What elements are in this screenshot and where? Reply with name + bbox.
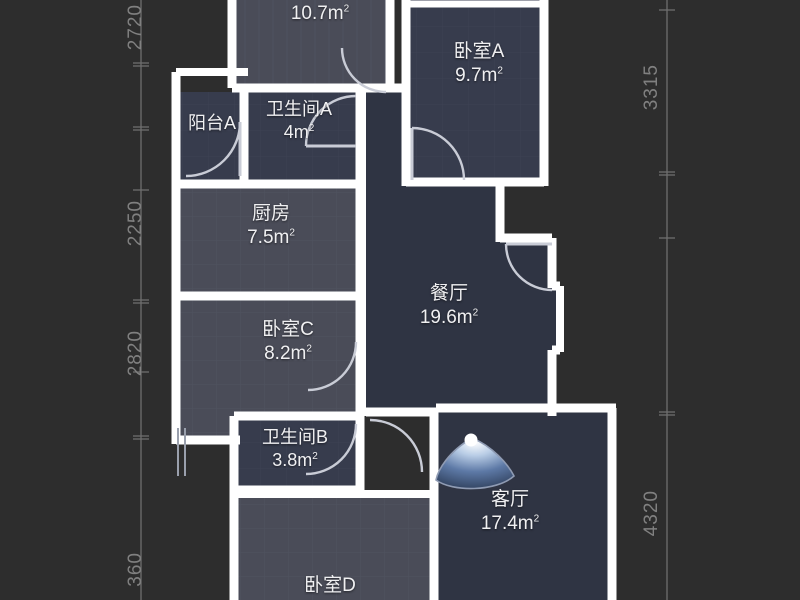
room-fills xyxy=(180,0,610,600)
room-area-bathroom-a: 4m2 xyxy=(283,122,315,143)
dimension-left-2820: 2820 xyxy=(125,330,146,377)
room-label-bathroom-b: 卫生间B 3.8m2 xyxy=(236,426,354,472)
dimension-left-2250: 2250 xyxy=(125,200,146,247)
room-area-living-room: 17.4m2 xyxy=(480,513,540,535)
room-name-dining-room: 餐厅 xyxy=(429,283,468,304)
window-marks xyxy=(177,428,186,476)
dimension-right-4320: 4320 xyxy=(641,490,662,537)
dimension-right-3315: 3315 xyxy=(641,64,662,111)
room-name-bedroom-d: 卧室D xyxy=(304,575,356,596)
room-area-bedroom-c: 8.2m2 xyxy=(264,343,312,365)
dimension-left-2720: 2720 xyxy=(125,4,146,51)
room-label-balcony-a: 阳台A xyxy=(172,112,252,135)
room-name-kitchen: 厨房 xyxy=(251,203,290,224)
room-area-dining-room: 19.6m2 xyxy=(419,307,479,329)
room-label-kitchen: 厨房 7.5m2 xyxy=(221,202,321,251)
room-label-bathroom-a: 卫生间A 4m2 xyxy=(240,98,358,144)
room-label-living-room: 客厅 17.4m2 xyxy=(460,488,560,537)
walls xyxy=(171,0,617,600)
room-label-bedroom-a: 卧室A 9.7m2 xyxy=(429,40,529,89)
room-name-bedroom-c: 卧室C xyxy=(262,319,314,340)
dimension-lines xyxy=(133,0,675,600)
room-area-top: 10.7m2 xyxy=(290,3,350,24)
room-name-living-room: 客厅 xyxy=(490,489,529,510)
room-area-kitchen: 7.5m2 xyxy=(247,227,295,249)
room-area-bedroom-a: 9.7m2 xyxy=(455,65,503,87)
door-swings xyxy=(185,47,553,476)
room-label-top: 10.7m2 xyxy=(270,2,370,26)
room-name-balcony-a: 阳台A xyxy=(187,113,236,133)
camera-viewpoint-marker[interactable] xyxy=(435,433,515,490)
room-name-bedroom-a: 卧室A xyxy=(453,41,505,62)
dimension-left-360: 360 xyxy=(125,552,146,587)
room-name-bathroom-b: 卫生间B xyxy=(261,427,328,447)
room-label-bedroom-d: 卧室D xyxy=(280,574,380,598)
room-name-bathroom-a: 卫生间A xyxy=(265,99,332,119)
room-area-bathroom-b: 3.8m2 xyxy=(272,450,318,471)
room-label-dining-room: 餐厅 19.6m2 xyxy=(399,282,499,331)
room-label-bedroom-c: 卧室C 8.2m2 xyxy=(238,318,338,367)
